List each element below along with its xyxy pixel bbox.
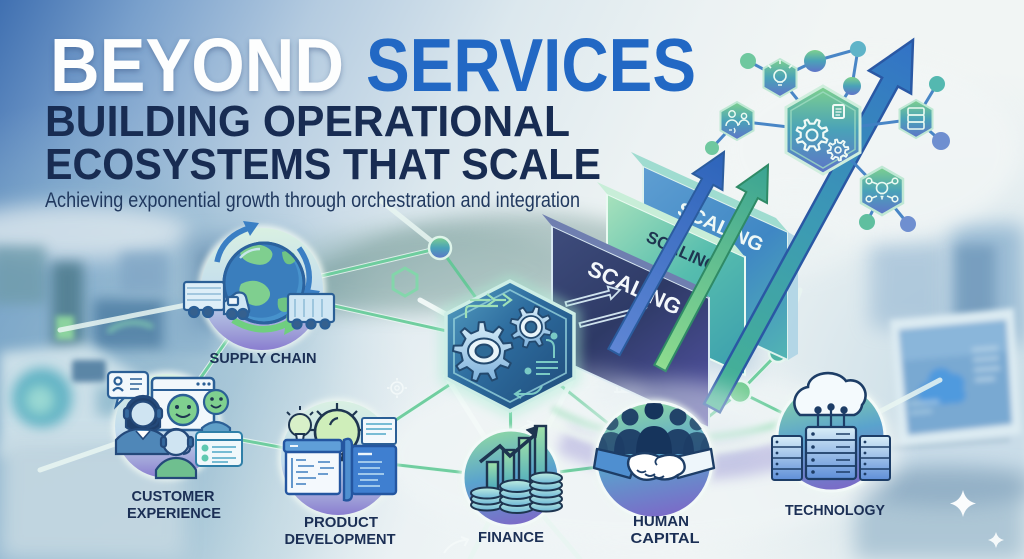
svg-text:EXPERIENCE: EXPERIENCE [127, 505, 221, 522]
svg-text:PRODUCT: PRODUCT [304, 514, 378, 531]
svg-text:TECHNOLOGY: TECHNOLOGY [785, 502, 885, 519]
svg-text:BUILDING OPERATIONAL: BUILDING OPERATIONAL [45, 97, 570, 146]
svg-text:HUMAN: HUMAN [633, 513, 689, 530]
svg-text:SUPPLY CHAIN: SUPPLY CHAIN [210, 350, 317, 367]
svg-text:FINANCE: FINANCE [478, 529, 544, 546]
svg-text:ECOSYSTEMS THAT SCALE: ECOSYSTEMS THAT SCALE [45, 140, 601, 189]
svg-text:BEYOND: BEYOND [50, 23, 344, 107]
svg-text:SERVICES: SERVICES [366, 23, 696, 107]
svg-text:CAPITAL: CAPITAL [631, 530, 700, 547]
svg-text:DEVELOPMENT: DEVELOPMENT [285, 531, 396, 548]
svg-text:CUSTOMER: CUSTOMER [132, 488, 215, 505]
svg-text:Achieving exponential growth t: Achieving exponential growth through orc… [45, 189, 580, 212]
